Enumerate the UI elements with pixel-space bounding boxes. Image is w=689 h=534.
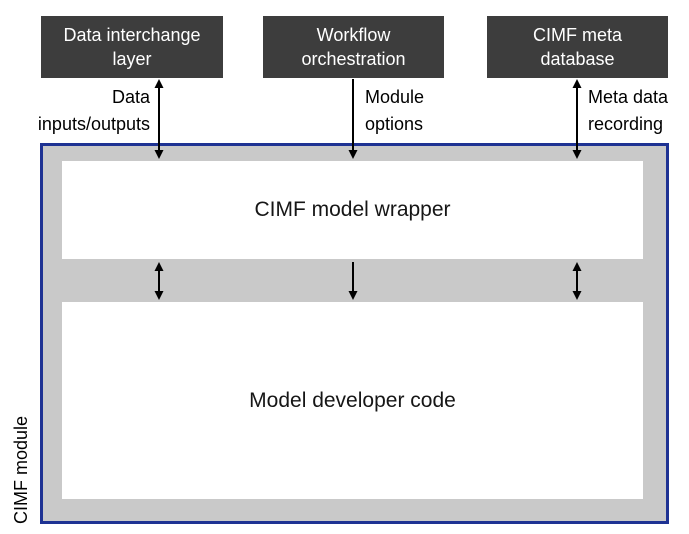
label-module-options: Module options [365, 87, 425, 134]
label-meta-data-recording: Meta data recording [588, 87, 669, 134]
box-model-developer-code: Model developer code [62, 302, 643, 499]
box-cimf-meta-database: CIMF meta database [487, 16, 668, 78]
box-data-interchange-layer: Data interchange layer [41, 16, 223, 78]
box-cimf-model-wrapper: CIMF model wrapper [62, 161, 643, 259]
box-workflow-orchestration: Workflow orchestration [263, 16, 444, 78]
cimf-module-side-label: CIMF module [11, 415, 31, 524]
label-data-inputs-outputs: Data inputs/outputs [37, 87, 150, 134]
